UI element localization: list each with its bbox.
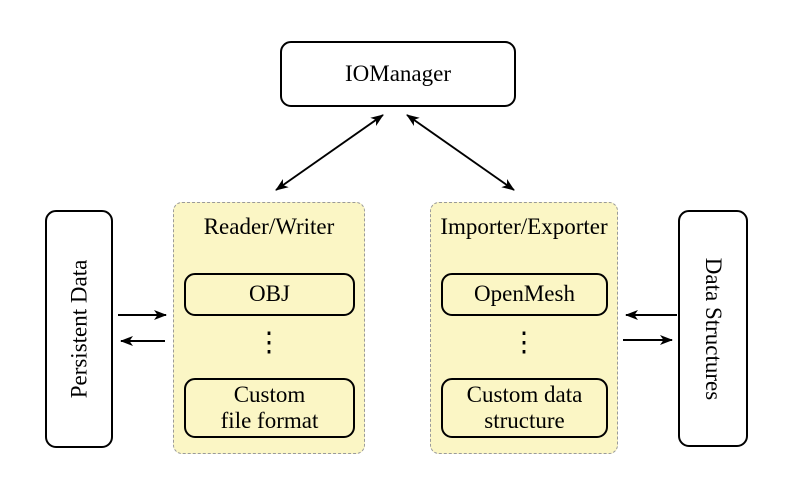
vertical-ellipsis-icon: ⋮ [255,327,283,358]
vertical-ellipsis-icon: ⋮ [510,327,538,358]
node-obj: OBJ [184,273,355,316]
node-persistent-data-label: Persistent Data [66,259,92,399]
node-openmesh: OpenMesh [441,273,608,316]
panel-reader-writer-title: Reader/Writer [203,214,335,239]
node-iomanager-label: IOManager [344,61,451,86]
node-data-structures-label: Data Structures [701,257,726,400]
node-openmesh-label: OpenMesh [474,281,575,307]
node-custom-data-structure: Custom data structure [441,378,608,438]
node-custom-file-format: Custom file format [184,378,355,438]
node-iomanager: IOManager [280,41,516,107]
panel-importer-exporter: Importer/Exporter OpenMesh ⋮ Custom data… [430,202,618,454]
arrow-iomanager-reader-writer [275,114,384,191]
node-custom-file-format-label: Custom file format [220,381,319,433]
arrow-iomanager-importer-exporter [406,114,515,191]
panel-importer-exporter-title: Importer/Exporter [440,214,608,239]
node-persistent-data: Persistent Data [45,210,113,448]
panel-reader-writer: Reader/Writer OBJ ⋮ Custom file format [173,202,365,454]
node-custom-data-structure-label: Custom data structure [466,381,583,433]
node-obj-label: OBJ [249,281,290,307]
node-data-structures: Data Structures [678,210,748,447]
